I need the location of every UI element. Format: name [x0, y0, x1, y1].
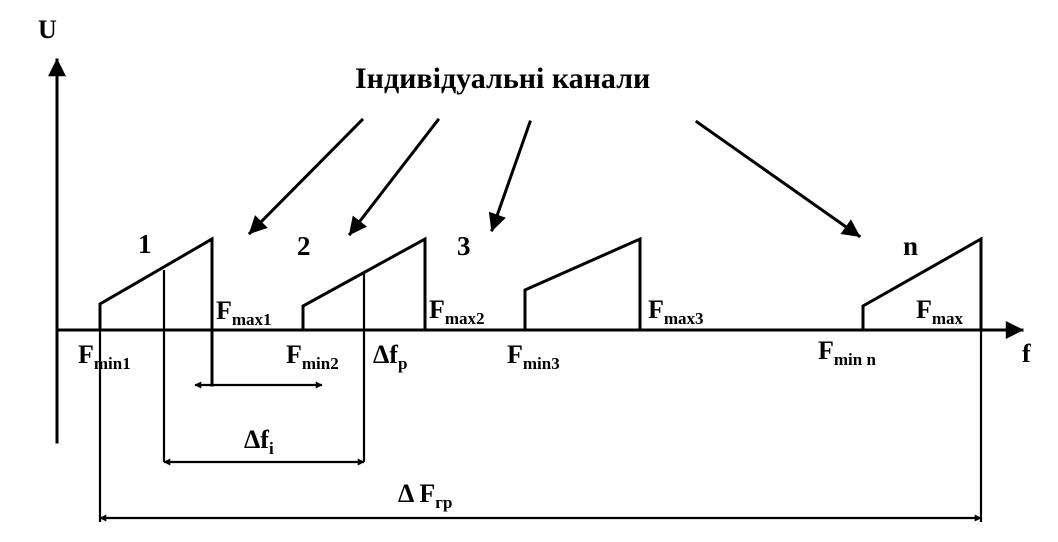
channel-n-number: n — [903, 231, 918, 261]
title-arrow-n — [694, 119, 862, 239]
channel-3-number: 3 — [457, 231, 471, 261]
title-arrow-3 — [488, 120, 532, 232]
diagram-title: Індивідуальні канали — [355, 62, 650, 95]
y-axis-label: U — [38, 15, 57, 44]
channel-1-spectrum — [98, 236, 214, 387]
channel-2-number: 2 — [297, 231, 311, 261]
guard-interval: Δfp — [194, 340, 407, 389]
channel-n-spectrum — [861, 236, 983, 332]
channel-3-spectrum — [523, 236, 642, 332]
x-axis-label: f — [1022, 339, 1031, 368]
channel-1: 1 Fmin1 Fmax1 — [78, 229, 272, 462]
channel-2-fmin: Fmin2 — [286, 340, 339, 373]
title-arrow-2 — [347, 117, 441, 237]
channel-3: 3 Fmin3 Fmax3 — [457, 231, 704, 373]
individual-width-label: Δfi — [244, 425, 274, 458]
channel-n-fmax: Fmax — [916, 295, 964, 328]
group-band: Δ Fгр — [98, 330, 983, 522]
group-band-label: Δ Fгр — [398, 479, 452, 512]
channel-n: n Fmin n Fmax — [818, 231, 983, 369]
individual-channel-width: Δfi — [163, 425, 365, 466]
channel-2-fmax: Fmax2 — [429, 295, 485, 328]
channel-1-number: 1 — [138, 229, 152, 259]
channel-2: 2 Fmin2 Fmax2 — [286, 231, 485, 462]
channel-3-fmax: Fmax3 — [648, 295, 704, 328]
title-arrow-1 — [247, 117, 365, 236]
guard-interval-label: Δfp — [373, 340, 407, 373]
channel-n-fmin: Fmin n — [818, 336, 876, 369]
channel-1-fmin: Fmin1 — [78, 340, 131, 373]
channel-3-fmin: Fmin3 — [507, 340, 560, 373]
channel-1-fmax: Fmax1 — [216, 296, 272, 329]
